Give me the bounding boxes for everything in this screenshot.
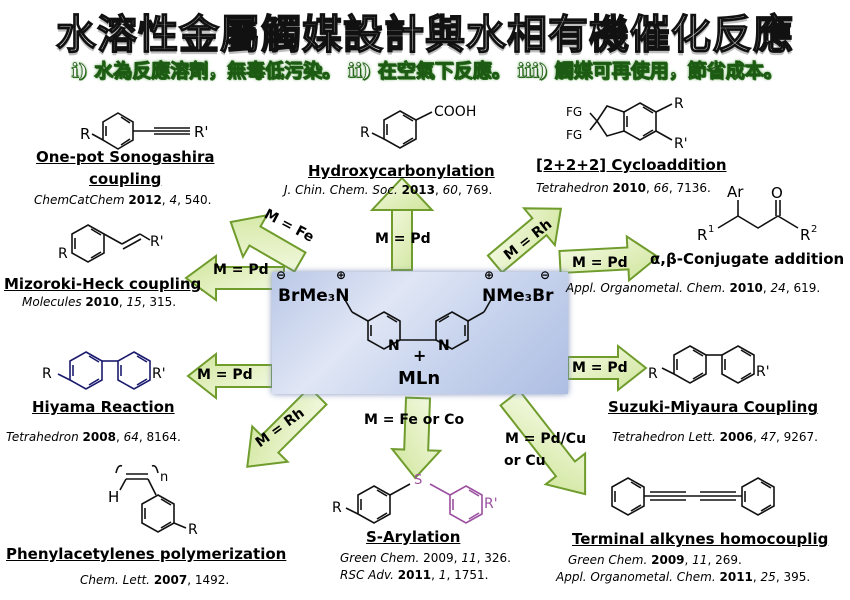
sarylation-structure xyxy=(345,483,483,524)
subtitle: i) 水為反應溶劑，無毒低污染。 ii) 在空氣下反應。 iii) 觸媒可再使用… xyxy=(71,60,783,83)
hiyama-structure xyxy=(57,351,151,390)
catalyst-box: BrMe₃N ⊖ ⊕ NMe₃Br ⊕ ⊖ N N + MLn xyxy=(272,268,568,394)
conjugate-sup2: 2 xyxy=(811,224,817,235)
diyne-structure xyxy=(611,477,775,516)
conjugate-structure xyxy=(717,200,799,229)
metal-label-homocoupling-1: M = Pd/Cu xyxy=(505,431,587,447)
metal-label-suzuki: M = Pd xyxy=(572,360,628,376)
conjugate-name: α,β-Conjugate addition xyxy=(650,250,845,268)
cyclo-fg2: FG xyxy=(566,128,582,142)
hydroxy-ref: J. Chin. Chem. Soc. 2013, 60, 769. xyxy=(284,183,493,197)
cyclo-ref: Tetrahedron 2010, 66, 7136. xyxy=(536,181,711,195)
hiyama-name: Hiyama Reaction xyxy=(32,398,175,416)
arrow-left xyxy=(184,254,285,302)
saryl-s: S xyxy=(414,473,422,488)
conjugate-ref: Appl. Organometal. Chem. 2010, 24, 619. xyxy=(566,281,821,295)
left-ammonium: BrMe₃N xyxy=(278,286,350,306)
saryl-ref-2: RSC Adv. 2011, 1, 1751. xyxy=(340,568,489,582)
right-ammonium: NMe₃Br xyxy=(482,286,554,306)
hiyama-rprime: R' xyxy=(152,366,166,382)
polymer-structure xyxy=(115,464,187,533)
saryl-name: S-Arylation xyxy=(366,528,461,546)
conjugate-sup1: 1 xyxy=(708,224,714,235)
heck-structure xyxy=(71,224,151,263)
metal-label-hiyama: M = Pd xyxy=(197,367,253,383)
sonogashira-rprime: R' xyxy=(194,123,209,141)
cyclo-name: [2+2+2] Cycloaddition xyxy=(536,156,727,174)
heck-ref: Molecules 2010, 15, 315. xyxy=(22,295,177,309)
cyclo-fg1: FG xyxy=(566,105,582,119)
left-plus: ⊕ xyxy=(336,268,347,282)
arrow-lower-right xyxy=(499,389,587,496)
hiyama-ref: Tetrahedron 2008, 64, 8164. xyxy=(6,430,181,444)
metal-label-sarylation: M = Fe or Co xyxy=(364,412,465,428)
left-minus: ⊖ xyxy=(276,268,287,282)
suzuki-name: Suzuki-Miyaura Coupling xyxy=(608,398,819,416)
right-n: N xyxy=(438,338,450,354)
metal-label-homocoupling-2: or Cu xyxy=(504,453,546,469)
polymer-ref: Chem. Lett. 2007, 1492. xyxy=(80,573,230,587)
arrow-upper-right xyxy=(486,207,563,274)
arrow-up xyxy=(369,176,435,271)
hiyama-r: R xyxy=(42,366,52,382)
sonogashira-r: R xyxy=(80,125,90,143)
arrow-left-middle xyxy=(186,351,273,401)
suzuki-r: R xyxy=(648,366,658,382)
conjugate-r2: R xyxy=(800,226,810,244)
saryl-rprime: R' xyxy=(484,496,498,512)
hydroxy-r: R xyxy=(360,125,370,141)
suzuki-ref: Tetrahedron Lett. 2006, 47, 9267. xyxy=(612,430,818,444)
page-title: 水溶性金屬觸媒設計與水相有機催化反應 xyxy=(55,10,794,58)
arrow-right-middle xyxy=(567,343,648,393)
sonogashira-ref: ChemCatChem 2012, 4, 540. xyxy=(34,193,212,207)
homocoupling-name: Terminal alkynes homocouplig xyxy=(572,530,829,548)
polymer-name: Phenylacetylenes polymerization xyxy=(6,545,287,563)
arrow-upper-left xyxy=(229,213,307,273)
homocoupling-ref-1: Green Chem. 2009, 11, 269. xyxy=(568,553,742,567)
heck-r: R xyxy=(58,246,68,262)
metal-complex: MLn xyxy=(398,368,441,389)
right-minus: ⊖ xyxy=(540,268,551,282)
sonogashira-name-2: coupling xyxy=(89,170,162,188)
cycloaddition-structure xyxy=(589,102,673,141)
right-plus: ⊕ xyxy=(484,268,495,282)
conjugate-o: O xyxy=(771,184,783,202)
suzuki-rprime: R' xyxy=(756,364,770,380)
metal-label-hydroxycarbonylation: M = Pd xyxy=(375,231,431,247)
arrow-lower-left xyxy=(246,386,328,468)
hydroxycarbonylation-structure xyxy=(371,110,433,149)
metal-label-heck: M = Pd xyxy=(213,262,269,278)
left-n: N xyxy=(388,338,400,354)
homocoupling-ref-2: Appl. Organometal. Chem. 2011, 25, 395. xyxy=(556,570,811,584)
metal-label-conjugate: M = Pd xyxy=(572,255,628,271)
conjugate-ar: Ar xyxy=(727,183,744,201)
heck-rprime: R' xyxy=(150,234,164,250)
cyclo-r: R xyxy=(674,96,684,112)
cyclo-rprime: R' xyxy=(674,136,688,152)
polymer-n: n xyxy=(160,470,168,485)
suzuki-structure xyxy=(661,345,755,384)
polymer-h: H xyxy=(108,488,119,506)
hydroxy-cooh: COOH xyxy=(434,104,476,120)
plus-sign: + xyxy=(413,346,427,365)
arrow-down xyxy=(390,396,443,480)
polymer-r: R xyxy=(188,522,198,538)
bipyridine-structure xyxy=(343,297,493,350)
sonogashira-name-1: One-pot Sonogashira xyxy=(36,148,215,166)
heck-name: Mizoroki-Heck coupling xyxy=(4,275,202,293)
sonogashira-structure xyxy=(91,112,190,150)
saryl-r: R xyxy=(332,500,342,516)
saryl-ref-1: Green Chem. 2009, 11, 326. xyxy=(340,551,511,565)
arrow-right-upper xyxy=(558,234,660,283)
hydroxy-name: Hydroxycarbonylation xyxy=(308,162,495,180)
conjugate-r1: R xyxy=(697,226,707,244)
